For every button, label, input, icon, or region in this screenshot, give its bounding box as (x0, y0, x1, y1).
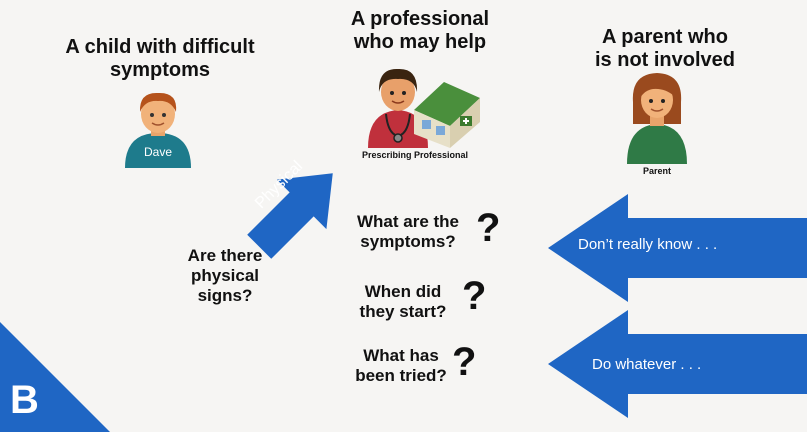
started-question-mark: ? (462, 274, 487, 318)
symptoms-line1: What are the (356, 212, 460, 231)
professional-heading-line1: A professional (350, 8, 490, 30)
child-avatar-icon (125, 92, 191, 168)
child-name: Dave (143, 145, 172, 159)
child-heading: A child with difficult symptoms (50, 36, 270, 82)
parent-heading: A parent who is not involved (575, 26, 755, 72)
clinic-building-icon (414, 82, 480, 148)
tried-line1: What has (363, 346, 439, 365)
started-line2: they start? (359, 302, 447, 321)
symptoms-question: What are the symptoms? (348, 212, 468, 252)
tried-question-mark: ? (452, 340, 477, 384)
parent-caption: Parent (642, 166, 671, 176)
professional-avatar-icon (368, 68, 428, 148)
parent-heading-line2: is not involved (594, 49, 736, 71)
dont-know-arrow (548, 194, 807, 302)
physical-signs-line3: signs? (197, 286, 253, 305)
symptoms-line2: symptoms? (360, 232, 456, 251)
started-question: When did they start? (348, 282, 458, 322)
professional-heading: A professional who may help (330, 8, 510, 54)
panel-letter: B (10, 378, 39, 422)
do-whatever-label: Do whatever . . . (592, 356, 702, 373)
tried-line2: been tried? (355, 366, 447, 385)
physical-signs-question: Are there physical signs? (170, 246, 280, 306)
symptoms-question-mark: ? (476, 206, 501, 250)
physical-arrow (247, 173, 333, 259)
professional-caption: Prescribing Professional (361, 150, 469, 160)
do-whatever-arrow (548, 310, 807, 418)
parent-avatar-icon (627, 73, 687, 164)
tried-question: What has been tried? (346, 346, 456, 386)
child-heading-line2: symptoms (109, 59, 211, 81)
child-heading-line1: A child with difficult (65, 36, 255, 58)
dont-know-label: Don’t really know . . . (578, 236, 718, 253)
physical-signs-line2: physical (190, 266, 260, 285)
started-line1: When did (364, 282, 442, 301)
professional-heading-line2: who may help (353, 31, 487, 53)
physical-signs-line1: Are there (187, 246, 263, 265)
parent-heading-line1: A parent who (602, 26, 728, 48)
panel-letter-badge (0, 322, 110, 432)
